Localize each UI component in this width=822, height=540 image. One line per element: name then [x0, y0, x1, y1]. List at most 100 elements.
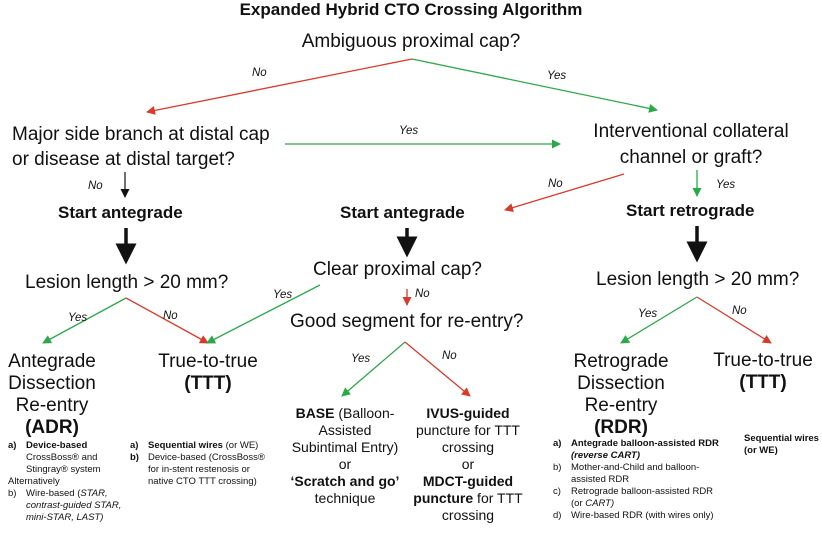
arrow-clear-yes: [206, 284, 321, 344]
node-ivus-line6: puncture for TTT: [406, 490, 530, 507]
node-ttt-right: True-to-true (TTT): [698, 350, 822, 394]
rdr-note-d: d) Wire-based RDR (with wires only): [553, 510, 738, 522]
edge-label-clear-no: No: [415, 288, 430, 300]
node-base-line2: Assisted: [318, 422, 372, 438]
rdr-note-c-it: CART): [585, 498, 615, 509]
edge-label-coll-yes: Yes: [716, 179, 736, 191]
rdr-side-note-l2: (or WE): [744, 445, 778, 456]
node-rdr-line3: Re-entry (RDR): [566, 395, 676, 439]
node-base-or: or: [338, 456, 352, 472]
arrow-coll-no: [504, 173, 625, 212]
rdr-note-a-text: Antegrade balloon-assisted RDR (reverse …: [571, 438, 719, 462]
node-rdr-abbr: (RDR): [594, 417, 648, 438]
node-rdr-line1: Retrograde: [573, 351, 669, 372]
node-ivus-t3: for TTT: [473, 490, 523, 506]
node-base-line6: technique: [314, 490, 376, 506]
adr-note-b-text: Wire-based (STAR, contrast-guided STAR, …: [26, 488, 121, 524]
node-rdr: Retrograde Dissection Re-entry (RDR): [566, 351, 676, 439]
ttt-note-b: b) Device-based (CrossBoss® for in-stent…: [130, 452, 280, 488]
adr-note-b-pre: Wire-based (: [26, 488, 81, 499]
node-base-line3: Subintimal Entry): [291, 439, 399, 455]
ttt-note-b-text: Device-based (CrossBoss® for in-stent re…: [148, 452, 265, 488]
node-collateral-line2: channel or graft?: [619, 147, 763, 168]
rdr-side-note: Sequential wires (or WE): [744, 433, 819, 457]
ttt-notes: a) Sequential wires (or WE) b) Device-ba…: [130, 440, 280, 488]
ttt-note-a-key: a): [130, 440, 139, 451]
edge-label-coll-no: No: [548, 178, 563, 190]
ttt-note-b-key: b): [130, 452, 139, 463]
node-ivus-line5: MDCT-guided: [406, 473, 530, 490]
node-collateral: Interventional collateral channel or gra…: [560, 119, 822, 171]
rdr-note-c-l1: Retrograde balloon-assisted RDR: [571, 486, 714, 497]
edge-label-lesion-left-yes: Yes: [68, 312, 88, 324]
edge-label-seg-yes: Yes: [351, 353, 371, 365]
edge-label-side-yes: Yes: [399, 125, 419, 137]
node-ivus-line1: IVUS-guided: [406, 405, 530, 422]
ttt-note-a-bold: Sequential wires: [148, 440, 223, 451]
ttt-note-b-l2: for in-stent restenosis or: [148, 464, 250, 475]
diagram-title: Expanded Hybrid CTO Crossing Algorithm: [239, 0, 583, 19]
edge-label-seg-no: No: [442, 350, 457, 362]
rdr-note-a-key: a): [553, 438, 562, 449]
edge-label-clear-yes: Yes: [273, 289, 293, 301]
node-ivus: IVUS-guided puncture for TTT crossing or…: [406, 405, 530, 524]
rdr-note-c-key: c): [553, 486, 561, 497]
adr-note-b-it3: mini-STAR, LAST): [26, 512, 104, 523]
adr-notes: a) Device-based CrossBoss® and Stingray®…: [8, 440, 138, 524]
node-ivus-line2: puncture for TTT: [415, 422, 520, 438]
node-base-line1: BASE (Balloon-: [282, 405, 408, 422]
rdr-note-b-l1: Mother-and-Child and balloon-: [571, 462, 700, 473]
arrow-lesion-left-yes: [42, 297, 127, 344]
node-adr-reentry: Re-entry: [15, 395, 89, 416]
node-ivus-or: or: [461, 456, 475, 472]
node-ttt-right-line1: True-to-true: [713, 350, 813, 371]
node-adr: Antegrade Dissection Re-entry (ADR): [2, 351, 102, 439]
node-ttt-left-line1: True-to-true: [158, 351, 258, 372]
rdr-note-a-bold: Antegrade balloon-assisted RDR: [571, 438, 719, 449]
adr-note-b-it2: contrast-guided STAR,: [26, 500, 122, 511]
node-ivus-b2: MDCT-guided: [422, 473, 514, 489]
edge-label-lesion-left-no: No: [163, 310, 178, 322]
adr-note-a-title: Device-based: [26, 440, 88, 451]
node-ttt-left: True-to-true (TTT): [138, 351, 278, 395]
adr-note-b: b) Wire-based (STAR, contrast-guided STA…: [8, 488, 138, 524]
node-base-b1: BASE: [295, 405, 335, 421]
rdr-note-d-key: d): [553, 510, 562, 521]
arrow-seg-yes: [341, 341, 406, 397]
edge-label-lesion-right-no: No: [732, 305, 747, 317]
edge-label-top-yes: Yes: [547, 70, 567, 82]
node-side-branch: Major side branch at distal cap or disea…: [12, 122, 270, 172]
node-good-segment: Good segment for re-entry?: [290, 311, 524, 332]
edge-label-top-no: No: [252, 67, 267, 79]
arrow-ambig-yes: [411, 58, 658, 113]
node-rdr-reentry: Re-entry: [584, 395, 658, 416]
node-ivus-b3: puncture: [413, 490, 474, 506]
node-ivus-b1: IVUS-guided: [426, 405, 510, 421]
node-collateral-line1: Interventional collateral: [593, 121, 789, 142]
rdr-note-b-text: Mother-and-Child and balloon- assisted R…: [571, 462, 699, 486]
adr-note-b-it1: STAR,: [80, 488, 108, 499]
node-base-b2: ‘Scratch and go’: [290, 473, 400, 489]
ttt-note-a-rest: (or WE): [222, 440, 259, 451]
ttt-note-b-l1: Device-based (CrossBoss®: [148, 452, 265, 463]
adr-note-a-text: Device-based CrossBoss® and Stingray® sy…: [26, 440, 101, 476]
ttt-note-b-l3: native CTO TTT crossing): [148, 476, 257, 487]
node-base-t1: (Balloon-: [334, 405, 395, 421]
node-start-antegrade-mid: Start antegrade: [340, 203, 465, 222]
node-ivus-line7: crossing: [441, 507, 495, 523]
adr-note-a-key: a): [8, 440, 17, 451]
edge-label-lesion-right-yes: Yes: [638, 308, 658, 320]
rdr-notes: a) Antegrade balloon-assisted RDR (rever…: [553, 438, 738, 522]
node-start-retrograde: Start retrograde: [626, 201, 755, 220]
node-ttt-left-abbr: (TTT): [184, 373, 232, 394]
node-lesion-right: Lesion length > 20 mm?: [596, 269, 800, 290]
rdr-note-c-l2: (or: [571, 498, 586, 509]
node-rdr-line2: Dissection: [577, 373, 665, 394]
node-ttt-right-abbr: (TTT): [739, 372, 787, 393]
ttt-note-a: a) Sequential wires (or WE): [130, 440, 280, 452]
node-base: BASE (Balloon- Assisted Subintimal Entry…: [282, 405, 408, 507]
arrow-lesion-right-yes: [620, 296, 698, 344]
arrow-lesion-right-no: [696, 296, 772, 344]
node-adr-line2: Dissection: [8, 373, 96, 394]
